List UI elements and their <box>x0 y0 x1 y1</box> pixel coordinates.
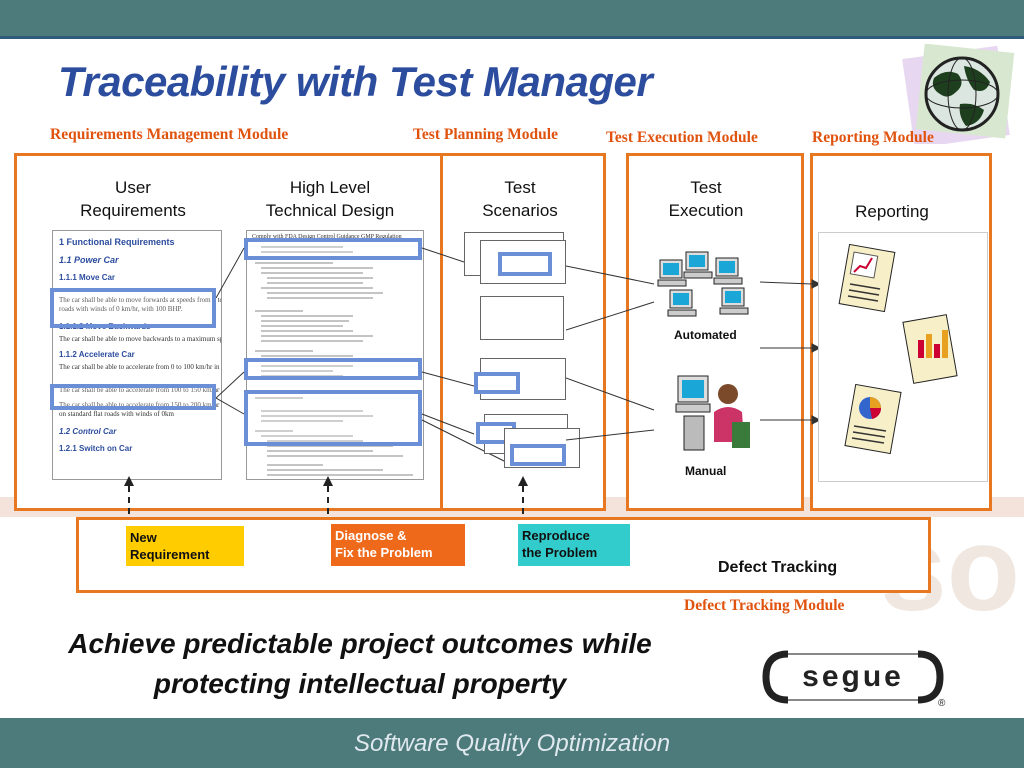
design-highlight-2[interactable] <box>244 358 422 380</box>
scenario-highlight-1[interactable] <box>498 252 552 276</box>
line-chart-report-icon <box>838 244 896 313</box>
test-execution-module-box <box>626 153 804 511</box>
pie-chart-report-icon <box>844 384 902 455</box>
bottom-bar <box>0 718 1024 768</box>
reporting-module-label: Reporting Module <box>812 129 934 146</box>
requirements-module-label: Requirements Management Module <box>50 126 289 143</box>
defect-tracking-label: Defect Tracking <box>718 559 838 576</box>
top-bar <box>0 0 1024 36</box>
scenario-sheet-2 <box>480 296 564 340</box>
automated-label: Automated <box>674 328 737 342</box>
requirement-highlight-1[interactable] <box>50 288 216 328</box>
top-bar-rule <box>0 36 1024 39</box>
slide-title: Traceability with Test Manager <box>58 58 653 105</box>
requirement-highlight-2[interactable] <box>50 384 216 410</box>
reporting-title: Reporting <box>855 202 929 221</box>
segue-logo: segue ® <box>762 650 946 708</box>
design-document: Comply with FDA Design Control Guidance … <box>246 230 424 480</box>
execution-arrows <box>566 265 655 441</box>
test-planning-module-label: Test Planning Module <box>413 126 558 143</box>
design-highlight-1[interactable] <box>244 238 422 260</box>
test-execution-module-label: Test Execution Module <box>606 129 758 146</box>
segue-logo-text: segue <box>802 660 904 693</box>
scenario-highlight-2[interactable] <box>474 372 520 394</box>
requirements-document: 1 Functional Requirements 1.1 Power Car … <box>52 230 222 480</box>
manual-label: Manual <box>685 464 727 478</box>
manual-tester-icon <box>675 375 750 451</box>
segue-registered-mark: ® <box>938 698 946 708</box>
footer-text: Software Quality Optimization <box>353 730 671 757</box>
globe-icon <box>902 44 1015 144</box>
bar-chart-report-icon <box>902 314 958 384</box>
reporting-arrows <box>760 279 820 425</box>
diagnose-fix-tag[interactable]: Diagnose &Fix the Problem <box>331 524 465 566</box>
scenario-highlight-4[interactable] <box>510 444 566 466</box>
defect-tracking-module-label: Defect Tracking Module <box>684 597 845 614</box>
tagline: Achieve predictable project outcomes whi… <box>68 628 652 699</box>
automated-computers-icon <box>657 251 749 317</box>
design-highlight-3[interactable] <box>244 390 422 446</box>
